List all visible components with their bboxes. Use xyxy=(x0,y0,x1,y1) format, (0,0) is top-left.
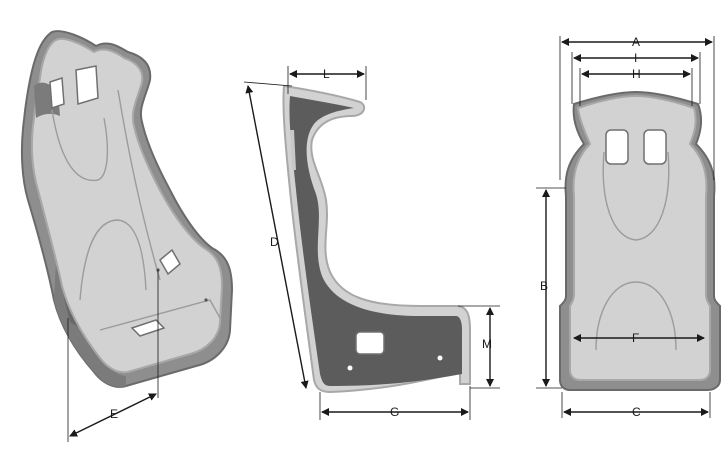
seat-inner-surface xyxy=(30,38,224,374)
harness-slot-right xyxy=(75,65,99,105)
dim-f-label: F xyxy=(632,331,639,345)
dim-d-label: D xyxy=(270,235,279,249)
seat-front-view: A I H B F C xyxy=(536,35,721,419)
seat-perspective-view: E xyxy=(20,30,234,442)
dim-e-label: E xyxy=(110,407,118,421)
dim-g-label: G xyxy=(390,405,399,419)
front-backrest-seam xyxy=(602,151,670,241)
side-mount-hole xyxy=(437,355,443,361)
side-profile-shell xyxy=(289,96,462,386)
side-mount-hole xyxy=(347,365,353,371)
harness-slot-left xyxy=(49,76,65,110)
mount-hole xyxy=(204,298,208,302)
dim-e-line xyxy=(69,393,157,437)
side-mount-slot xyxy=(355,331,385,355)
front-harness-slot-left xyxy=(605,129,629,165)
dim-h-label: H xyxy=(632,67,641,81)
front-inner-surface xyxy=(569,94,711,381)
dim-i-label: I xyxy=(634,51,637,65)
front-cushion-seam xyxy=(595,281,677,351)
backrest-seam xyxy=(51,109,109,182)
dim-a-label: A xyxy=(632,35,640,49)
base-slot xyxy=(130,319,166,337)
dim-m-label: M xyxy=(482,337,492,351)
front-harness-slot-right xyxy=(643,129,667,165)
dim-d-extension xyxy=(243,81,293,87)
front-edge-seam xyxy=(99,299,221,331)
dim-b-label: B xyxy=(540,279,548,293)
dim-d-line xyxy=(245,85,309,389)
dim-c-label: C xyxy=(632,405,641,419)
cushion-seam xyxy=(79,219,147,301)
side-bolster-seam xyxy=(117,89,161,281)
seat-side-view: L D M G xyxy=(243,66,500,420)
side-slot xyxy=(159,248,181,276)
dim-l-label: L xyxy=(323,67,330,81)
